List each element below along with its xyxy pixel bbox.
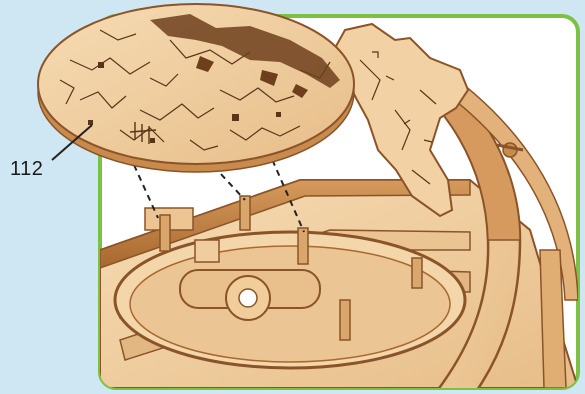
star-map-disc [38, 4, 354, 172]
part-number-label: 112 [10, 158, 43, 181]
